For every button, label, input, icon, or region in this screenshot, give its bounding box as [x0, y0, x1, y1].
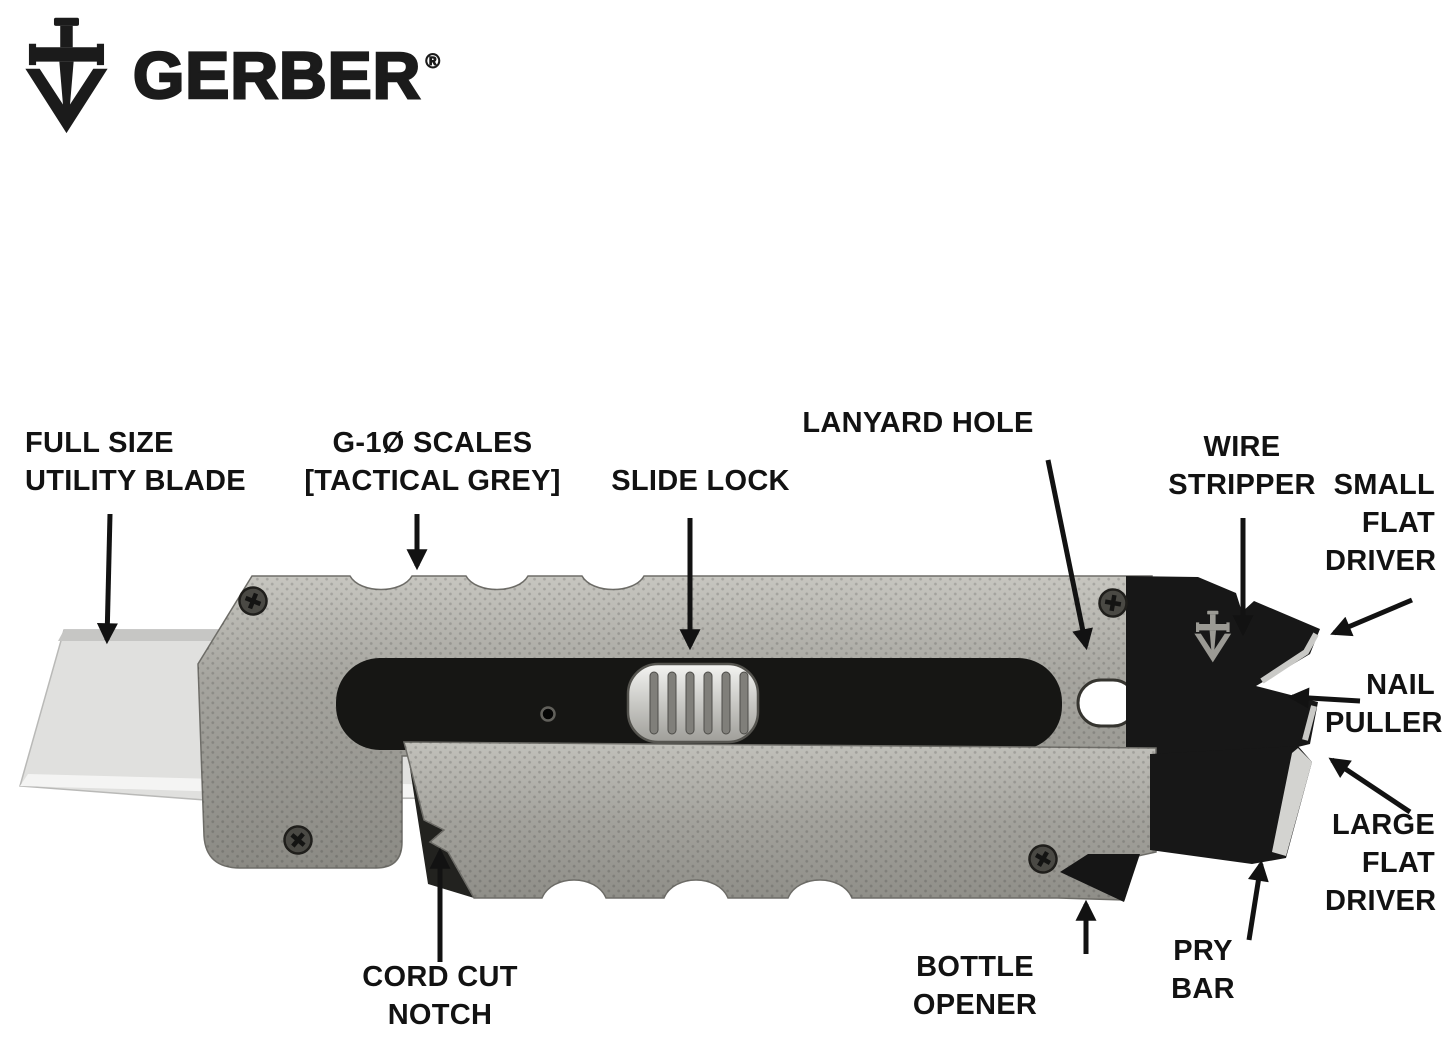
arrow-pry-bar — [1246, 859, 1269, 941]
callout-full-size-utility-blade: FULL SIZE UTILITY BLADE — [25, 427, 246, 497]
callout-g10-scales: G-1Ø SCALES [TACTICAL GREY] — [304, 427, 561, 497]
callout-large-flat-driver: LARGE FLAT DRIVER — [1325, 809, 1437, 917]
tool-head — [1126, 576, 1320, 762]
arrow-small-flat-driver — [1330, 597, 1413, 637]
arrow-lanyard-hole — [1045, 459, 1093, 651]
arrow-large-flat-driver — [1328, 757, 1412, 815]
nail-puller-bevel — [1302, 705, 1317, 741]
brand-name: GERBER® — [132, 41, 442, 110]
slide-lock-ridge — [739, 671, 749, 735]
slide-lock-ridge — [667, 671, 677, 735]
callout-nail-puller: NAIL PULLER — [1325, 669, 1443, 739]
slide-lock-ridge — [721, 671, 731, 735]
gerber-logo-icon — [25, 17, 108, 134]
arrow-nail-puller — [1287, 687, 1361, 709]
slide-lock-ridge — [703, 671, 713, 735]
bottle-opener-notch — [1060, 854, 1140, 902]
pry-bar-tip — [1150, 746, 1312, 864]
screw — [238, 586, 268, 616]
pivot-pin — [540, 706, 556, 722]
small-flat-driver-bevel — [1260, 632, 1319, 684]
brand-header: GERBER® — [20, 10, 441, 140]
slide-lock-ridge — [649, 671, 659, 735]
arrow-full-size-utility-blade — [96, 513, 118, 645]
gerber-emblem-icon — [1194, 610, 1232, 663]
slide-lock-ridge — [685, 671, 695, 735]
large-flat-driver-edge — [1272, 748, 1312, 856]
callout-lanyard-hole: LANYARD HOLE — [802, 407, 1034, 439]
brand-name-text: GERBER — [132, 38, 422, 112]
callout-pry-bar: PRY BAR — [1171, 935, 1235, 1005]
callout-bottle-opener: BOTTLE OPENER — [912, 951, 1038, 1021]
callout-cord-cut-notch: CORD CUT NOTCH — [362, 961, 518, 1031]
callout-wire-stripper: WIRE STRIPPER — [1168, 431, 1316, 501]
screw — [1028, 844, 1058, 874]
registered-trademark: ® — [425, 51, 442, 73]
screw — [1098, 588, 1128, 618]
lower-scale-texture — [404, 742, 1156, 900]
screw — [283, 825, 313, 855]
callout-slide-lock: SLIDE LOCK — [611, 465, 790, 497]
slide-lock-button — [626, 662, 760, 744]
callout-small-flat-driver: SMALL FLAT DRIVER — [1325, 469, 1437, 577]
